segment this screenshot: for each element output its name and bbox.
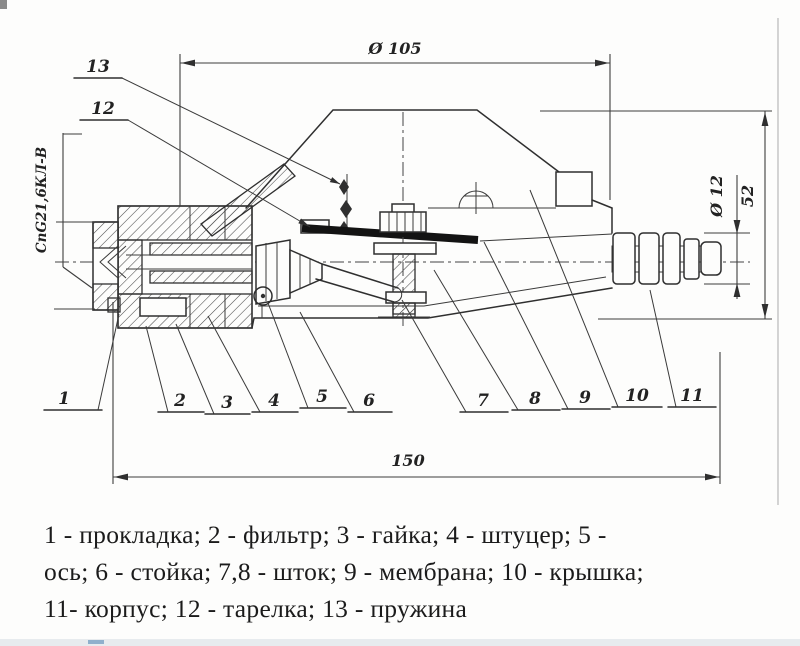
dim-top-label: Ø 105 [368,39,422,58]
body-outline [251,238,613,329]
callout-6: 6 [299,311,393,413]
callout-number: 8 [528,389,541,409]
callout-number: 10 [625,386,649,406]
callout-12: 12 [79,99,311,228]
dimension-height: 52 [540,110,772,320]
dimension-nipple-diameter: Ø 12 [704,175,750,299]
callout-number: 5 [316,387,328,407]
pivot-pin [253,286,273,306]
parts-legend: 1 - прокладка; 2 - фильтр; 3 - гайка; 4 … [44,516,756,627]
link-rod [321,263,399,289]
callout-5: 5 [267,302,347,409]
legend-line-3: 11- корпус; 12 - тарелка; 13 - пружина [44,594,468,623]
callout-4: 4 [207,315,299,413]
callout-3: 3 [175,323,251,415]
dimension-top-diameter: Ø 105 [179,39,611,206]
callout-1: 1 [43,313,120,411]
callout-13: 13 [73,57,341,185]
callout-8: 8 [433,269,561,411]
spring-wire-section [339,179,349,195]
dim-nipple-label: Ø 12 [707,175,726,218]
callout-number: 6 [363,391,375,411]
callout-number: 9 [579,388,591,408]
dim-length-label: 150 [391,451,424,470]
thread-spec-label: СпG21,6КЛ-В [34,147,50,253]
spring-wire-section [340,200,352,218]
callout-9: 9 [483,241,611,410]
stem-assembly [373,112,437,330]
callout-10: 10 [529,189,663,408]
callout-7: 7 [401,299,509,413]
gasket [107,297,121,313]
callout-number: 11 [680,386,704,406]
callout-number: 12 [91,99,115,119]
valve-mechanism [253,239,403,306]
callout-number: 13 [86,57,110,77]
callout-number: 3 [221,393,233,413]
filter-cone [99,245,127,279]
dim-height-label: 52 [738,185,757,207]
cover-boss [555,171,593,207]
callout-number: 2 [173,391,186,411]
dimension-length: 150 [112,302,721,484]
callout-number: 4 [268,391,280,411]
callout-number: 7 [477,391,489,411]
diaphragm [300,219,479,244]
callout-11: 11 [649,289,717,408]
legend-line-1: 1 - прокладка; 2 - фильтр; 3 - гайка; 4 … [44,520,607,549]
callout-number: 1 [58,389,70,409]
legend-line-2: ось; 6 - стойка; 7,8 - шток; 9 - мембран… [44,557,644,586]
hose-nipple [611,232,722,285]
union-fitting [92,205,253,329]
thread-spec: СпG21,6КЛ-В [34,133,95,310]
callout-2: 2 [145,325,205,413]
